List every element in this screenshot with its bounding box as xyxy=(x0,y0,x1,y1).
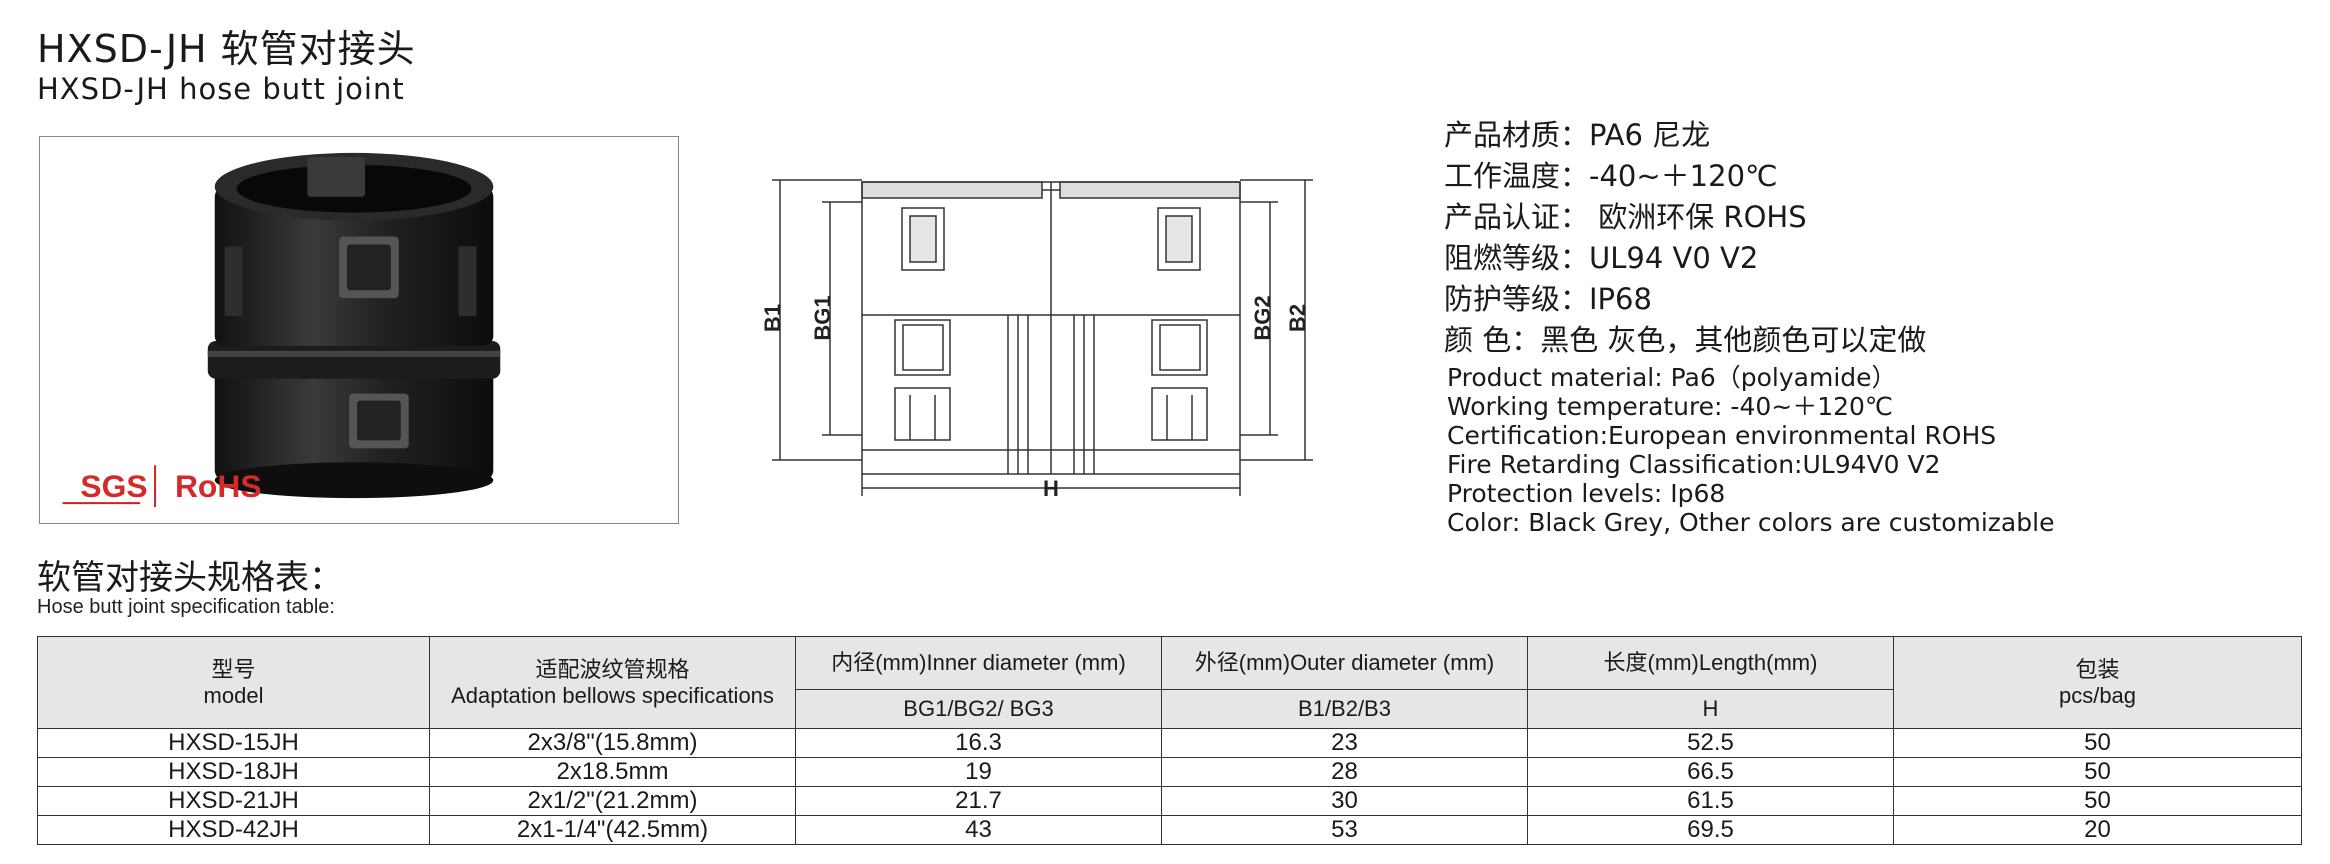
rohs-badge: RoHS xyxy=(175,468,262,504)
spec-color-en: Color: Black Grey, Other colors are cust… xyxy=(1447,508,2055,537)
cell-inner: 21.7 xyxy=(795,786,1162,816)
sgs-badge: SGS xyxy=(80,468,147,504)
header-length-sub: H xyxy=(1527,689,1894,729)
hose-joint-image xyxy=(207,152,501,499)
header-adaptation: 适配波纹管规格 Adaptation bellows specification… xyxy=(429,636,796,729)
cell-pack: 50 xyxy=(1893,786,2302,816)
cell-adapt: 2x1/2"(21.2mm) xyxy=(429,786,796,816)
cell-pack: 20 xyxy=(1893,815,2302,845)
cell-length: 61.5 xyxy=(1527,786,1894,816)
spec-material-en: Product material: Pa6（polyamide） xyxy=(1447,363,1897,392)
technical-drawing: B1 BG1 BG2 B2 H xyxy=(760,150,1340,520)
header-packaging: 包装 pcs/bag xyxy=(1893,636,2302,729)
header-outer-sub: B1/B2/B3 xyxy=(1161,689,1528,729)
cell-adapt: 2x3/8"(15.8mm) xyxy=(429,728,796,758)
header-model: 型号 model xyxy=(37,636,430,729)
spec-temperature-cn: 工作温度：-40~＋120℃ xyxy=(1444,159,1778,193)
cell-model: HXSD-42JH xyxy=(37,815,430,845)
dim-label-bg2: BG2 xyxy=(1250,295,1275,340)
page-title: HXSD-JH 软管对接头 xyxy=(37,27,416,71)
cell-outer: 23 xyxy=(1161,728,1528,758)
product-photo: SGS RoHS xyxy=(39,136,679,524)
dim-label-bg1: BG1 xyxy=(810,295,835,340)
dim-label-h: H xyxy=(1043,476,1059,501)
cell-model: HXSD-15JH xyxy=(37,728,430,758)
table-row: HXSD-18JH 2x18.5mm 19 28 66.5 50 xyxy=(37,757,2302,787)
cell-inner: 16.3 xyxy=(795,728,1162,758)
cell-pack: 50 xyxy=(1893,757,2302,787)
table-title: 软管对接头规格表： xyxy=(37,558,343,598)
header-outer-diameter: 外径(mm)Outer diameter (mm) xyxy=(1161,636,1528,690)
header-inner-sub: BG1/BG2/ BG3 xyxy=(795,689,1162,729)
spec-certification-en: Certification:European environmental ROH… xyxy=(1447,421,1997,450)
cell-length: 66.5 xyxy=(1527,757,1894,787)
cell-pack: 50 xyxy=(1893,728,2302,758)
table-row: HXSD-15JH 2x3/8"(15.8mm) 16.3 23 52.5 50 xyxy=(37,728,2302,758)
dim-label-b2: B2 xyxy=(1285,304,1310,332)
page-subtitle: HXSD-JH hose butt joint xyxy=(37,72,405,106)
cell-adapt: 2x1-1/4"(42.5mm) xyxy=(429,815,796,845)
header-length: 长度(mm)Length(mm) xyxy=(1527,636,1894,690)
table-row: HXSD-42JH 2x1-1/4"(42.5mm) 43 53 69.5 20 xyxy=(37,815,2302,845)
table-subtitle: Hose butt joint specification table: xyxy=(37,596,335,618)
certification-badges: SGS RoHS xyxy=(62,465,262,508)
cell-model: HXSD-21JH xyxy=(37,786,430,816)
cell-inner: 43 xyxy=(795,815,1162,845)
spec-protection-cn: 防护等级：IP68 xyxy=(1444,282,1652,316)
cell-outer: 30 xyxy=(1161,786,1528,816)
spec-certification-cn: 产品认证： 欧洲环保 ROHS xyxy=(1444,200,1807,234)
table-row: HXSD-21JH 2x1/2"(21.2mm) 21.7 30 61.5 50 xyxy=(37,786,2302,816)
spec-color-cn: 颜 色：黑色 灰色，其他颜色可以定做 xyxy=(1444,323,1927,357)
cell-outer: 28 xyxy=(1161,757,1528,787)
spec-fire-rating-en: Fire Retarding Classification:UL94V0 V2 xyxy=(1447,450,1941,479)
spec-fire-rating-cn: 阻燃等级：UL94 V0 V2 xyxy=(1444,241,1759,275)
cell-adapt: 2x18.5mm xyxy=(429,757,796,787)
spec-table: 型号 model 适配波纹管规格 Adaptation bellows spec… xyxy=(37,636,2302,845)
cell-length: 52.5 xyxy=(1527,728,1894,758)
header-inner-diameter: 内径(mm)Inner diameter (mm) xyxy=(795,636,1162,690)
dim-label-b1: B1 xyxy=(760,304,785,332)
cell-model: HXSD-18JH xyxy=(37,757,430,787)
cell-inner: 19 xyxy=(795,757,1162,787)
cell-length: 69.5 xyxy=(1527,815,1894,845)
spec-protection-en: Protection levels: Ip68 xyxy=(1447,479,1726,508)
spec-material-cn: 产品材质：PA6 尼龙 xyxy=(1444,118,1711,152)
spec-temperature-en: Working temperature: -40~＋120℃ xyxy=(1447,392,1893,421)
cell-outer: 53 xyxy=(1161,815,1528,845)
